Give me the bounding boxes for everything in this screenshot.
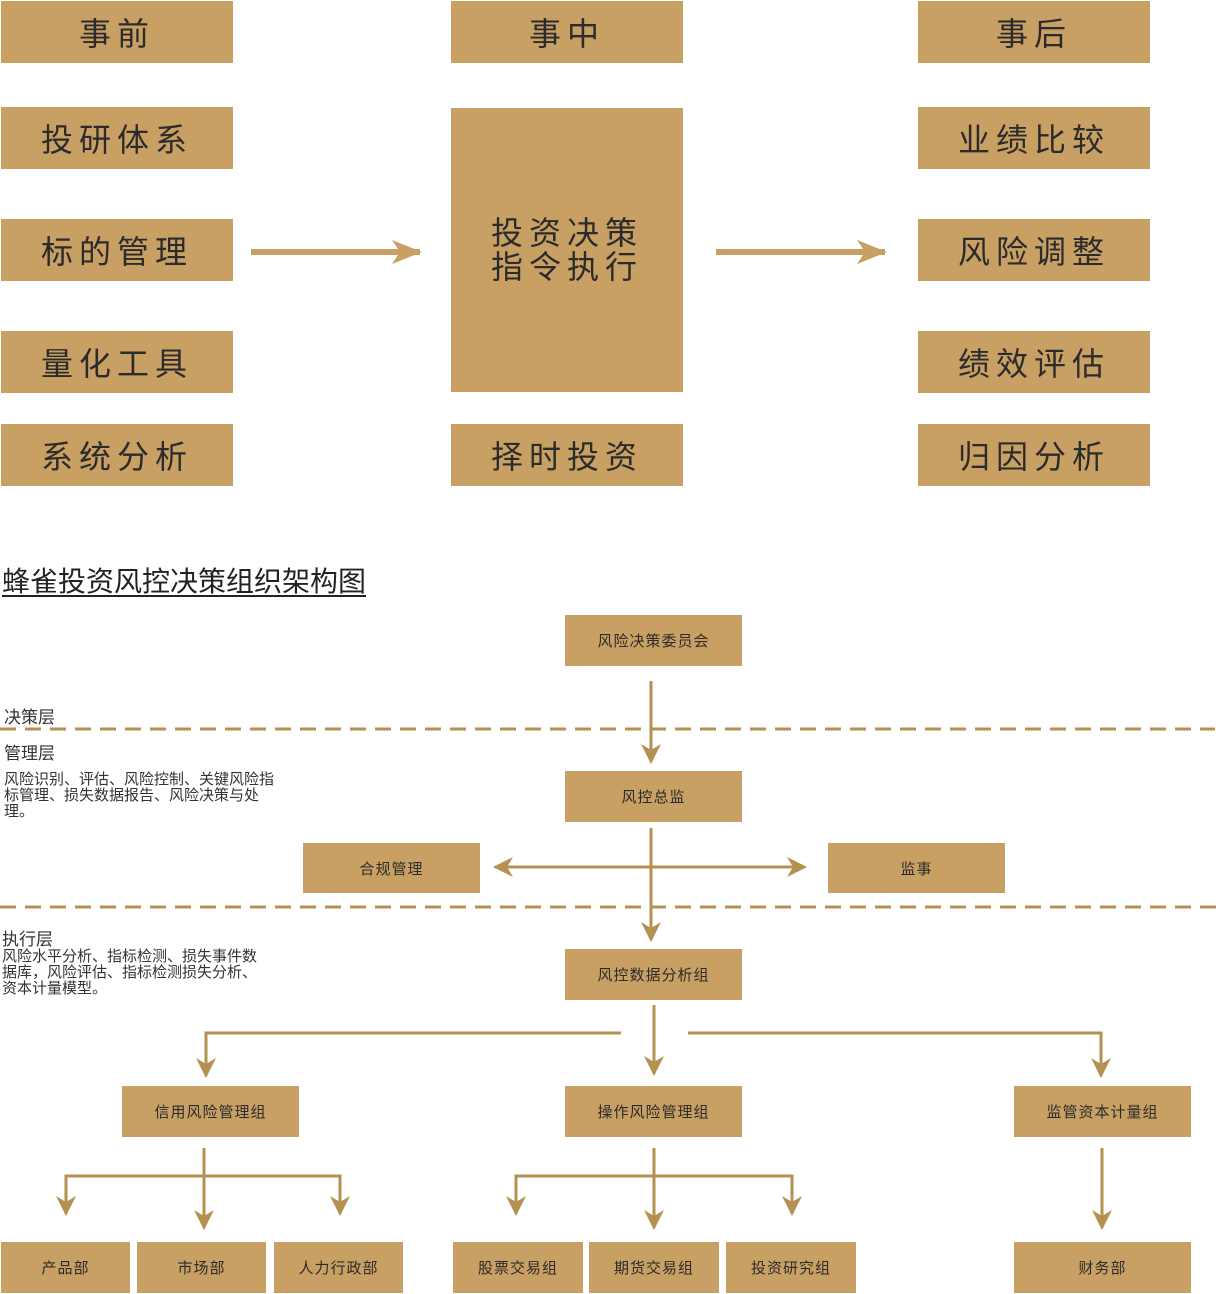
dept-market: 市场部 [137, 1242, 266, 1293]
header-after: 事后 [918, 1, 1150, 63]
group-stock-trading: 股票交易组 [453, 1242, 583, 1293]
layer-management-label: 管理层 [4, 744, 55, 764]
before-item: 量化工具 [1, 331, 233, 393]
group-investment-research: 投资研究组 [726, 1242, 856, 1293]
arrow-analysis-to-capital [688, 1031, 1111, 1078]
header-before: 事前 [1, 1, 233, 63]
before-item: 标的管理 [1, 219, 233, 281]
before-item: 系统分析 [1, 424, 233, 486]
arrow-credit-to-hr [204, 1174, 350, 1216]
after-item: 归因分析 [918, 424, 1150, 486]
during-main-box: 投资决策 指令执行 [451, 108, 683, 392]
after-item: 业绩比较 [918, 107, 1150, 169]
capital-group-box: 监管资本计量组 [1014, 1086, 1191, 1137]
risk-committee-box: 风险决策委员会 [565, 615, 742, 666]
during-main-line1: 投资决策 [490, 214, 643, 252]
dept-finance: 财务部 [1014, 1242, 1191, 1293]
layer-decision-label: 决策层 [4, 708, 55, 728]
layer-execution-desc: 风险水平分析、指标检测、损失事件数据库，风险评估、指标检测损失分析、资本计量模型… [2, 947, 258, 997]
risk-director-box: 风控总监 [565, 771, 742, 822]
supervisor-box: 监事 [828, 843, 1005, 893]
arrow-credit-to-product [56, 1174, 204, 1216]
after-item: 绩效评估 [918, 331, 1150, 393]
arrow-operation-to-stock [506, 1174, 654, 1216]
arrow-analysis-to-credit [196, 1031, 621, 1078]
during-bottom: 择时投资 [451, 424, 683, 486]
after-item: 风险调整 [918, 219, 1150, 281]
layer-execution-label: 执行层 [2, 930, 53, 950]
during-main-line2: 指令执行 [490, 248, 643, 286]
header-during: 事中 [451, 1, 683, 63]
dept-hr-admin: 人力行政部 [274, 1242, 403, 1293]
analysis-group-box: 风控数据分析组 [565, 949, 742, 1000]
dept-product: 产品部 [1, 1242, 130, 1293]
operation-group-box: 操作风险管理组 [565, 1086, 742, 1137]
layer-management-desc: 风险识别、评估、风险控制、关键风险指标管理、损失数据报告、风险决策与处理。 [4, 770, 275, 820]
before-item: 投研体系 [1, 107, 233, 169]
arrow-operation-to-research [654, 1174, 802, 1216]
group-futures-trading: 期货交易组 [589, 1242, 719, 1293]
credit-group-box: 信用风险管理组 [122, 1086, 299, 1137]
org-chart-title: 蜂雀投资风控决策组织架构图 [2, 565, 367, 598]
compliance-box: 合规管理 [303, 843, 480, 893]
